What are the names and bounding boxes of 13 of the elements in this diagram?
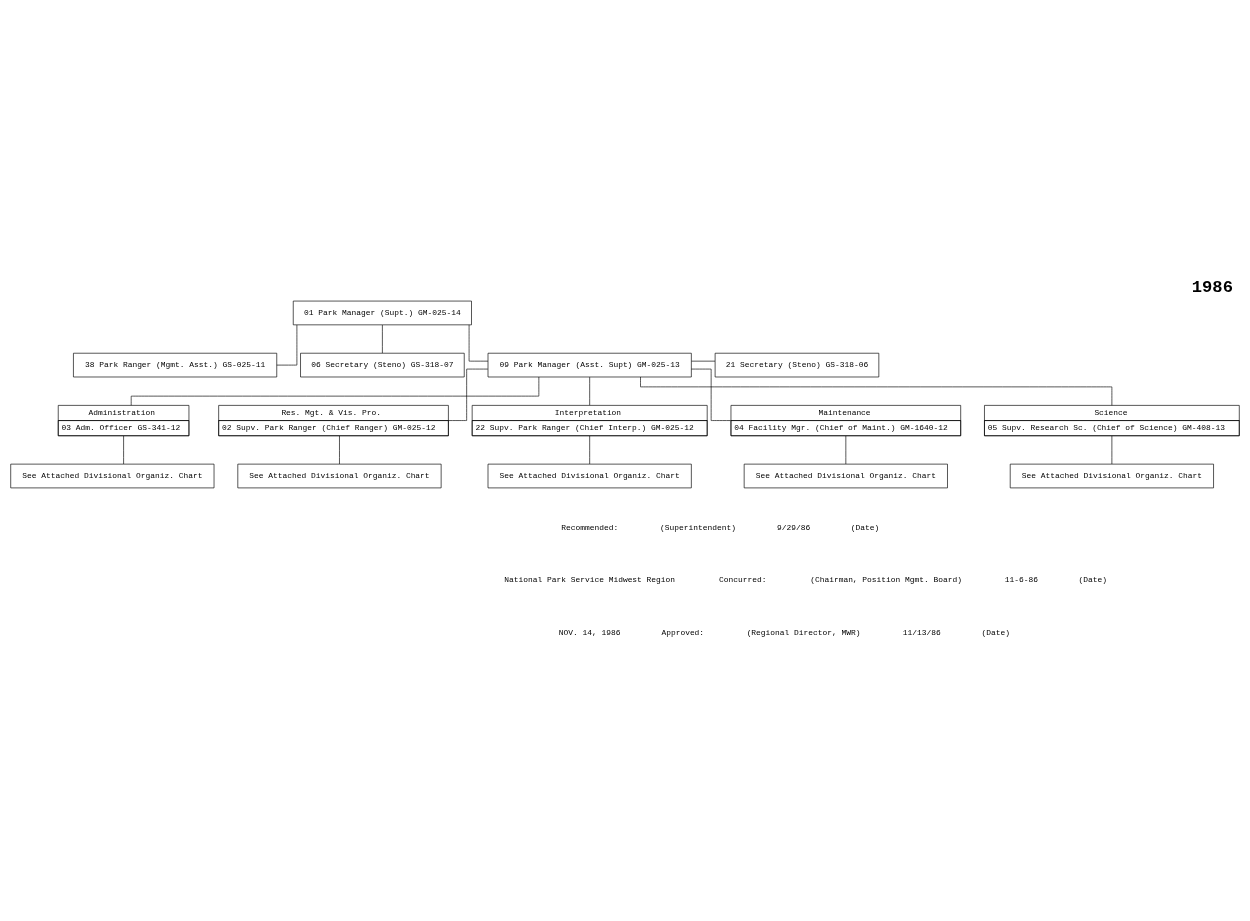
connector xyxy=(1111,435,1113,465)
connector xyxy=(123,435,124,465)
connector xyxy=(130,376,540,406)
connector xyxy=(448,368,489,421)
connector xyxy=(382,324,383,354)
connector xyxy=(691,368,732,421)
connector xyxy=(640,376,1113,406)
connector xyxy=(845,435,847,465)
connector xyxy=(339,435,340,465)
connector xyxy=(468,324,489,362)
diagram-title: 1986 xyxy=(1191,278,1233,298)
connector xyxy=(589,435,590,465)
connector xyxy=(691,360,716,362)
